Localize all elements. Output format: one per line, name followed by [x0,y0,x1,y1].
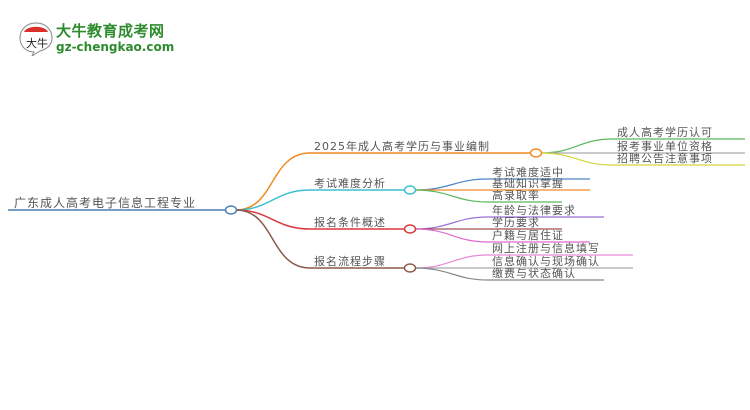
branch-node-education-career[interactable]: 2025年成人高考学历与事业编制 [314,140,490,153]
leaf-node[interactable]: 招聘公告注意事项 [617,152,713,165]
branch-2-node-circle[interactable] [403,185,417,195]
connector-branch-3 [235,209,405,230]
root-node-circle[interactable] [224,205,238,215]
leaf-node[interactable]: 网上注册与信息填写 [492,242,600,255]
connector-leaf-1-3 [540,152,745,166]
connector-leaf-3-3 [414,228,590,243]
branch-node-exam-difficulty[interactable]: 考试难度分析 [314,177,386,190]
leaf-node[interactable]: 户籍与居住证 [492,229,564,242]
leaf-node[interactable]: 基础知识掌握 [492,177,564,190]
root-node[interactable]: 广东成人高考电子信息工程专业 [14,196,197,210]
branch-3-node-circle[interactable] [403,224,417,234]
leaf-node[interactable]: 成人高考学历认可 [617,126,713,139]
connector-branch-1 [235,152,530,211]
connector-branch-4 [235,209,405,269]
connector-leaf-2-3 [414,189,562,203]
leaf-node[interactable]: 信息确认与现场确认 [492,255,600,268]
site-logo[interactable]: 大牛 大牛教育成考网 gz-chengkao.com [18,18,174,62]
logo-badge-text: 大牛 [26,36,48,50]
connector-leaf-4-3 [414,267,604,281]
leaf-node[interactable]: 高录取率 [492,189,540,202]
leaf-node[interactable]: 报考事业单位资格 [617,140,713,153]
branch-node-process[interactable]: 报名流程步骤 [314,255,386,268]
branch-4-node-circle[interactable] [403,263,417,273]
leaf-node[interactable]: 缴费与状态确认 [492,267,576,280]
branch-1-node-circle[interactable] [529,148,543,158]
branch-node-requirements[interactable]: 报名条件概述 [314,216,386,229]
logo-badge-icon: 大牛 [19,22,53,56]
leaf-node[interactable]: 年龄与法律要求 [492,204,576,217]
logo-title: 大牛教育成考网 [56,22,165,40]
connector-branch-2 [235,189,405,211]
leaf-node[interactable]: 学历要求 [492,216,540,229]
logo-url: gz-chengkao.com [56,40,175,54]
leaf-node[interactable]: 考试难度适中 [492,166,564,179]
